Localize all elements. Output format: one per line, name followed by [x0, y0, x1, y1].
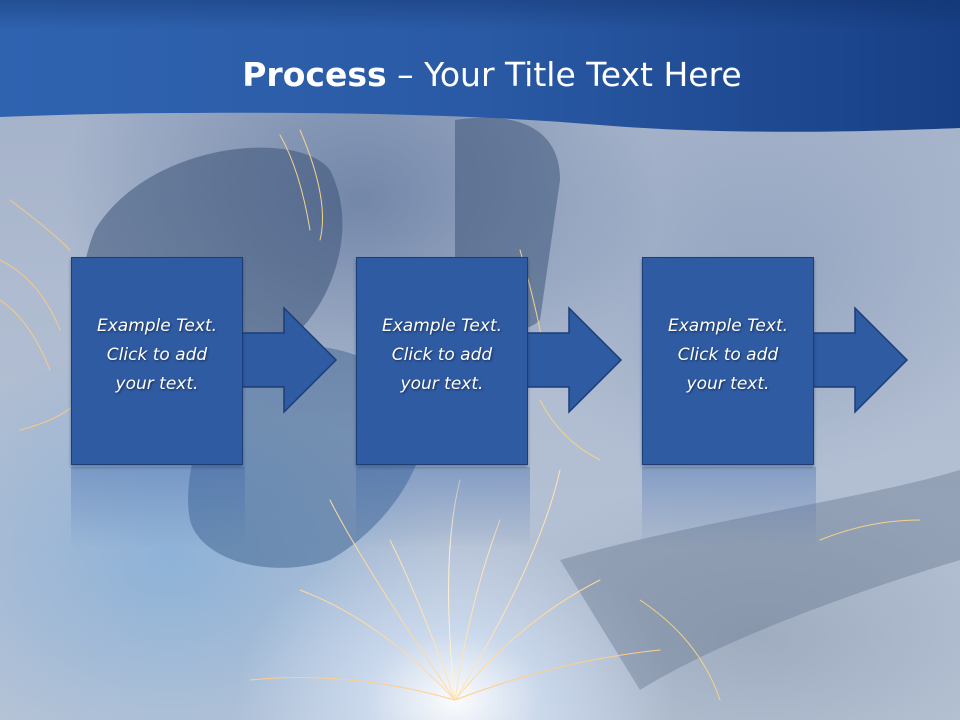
process-step-box-1[interactable]: Example Text. Click to add your text. — [71, 257, 243, 465]
header-band — [0, 0, 960, 132]
title-rest-part: – Your Title Text Here — [386, 55, 742, 94]
process-step-text[interactable]: Example Text. Click to add your text. — [381, 316, 503, 394]
process-step-box-2[interactable]: Example Text. Click to add your text. — [356, 257, 528, 465]
process-step-box-3[interactable]: Example Text. Click to add your text. — [642, 257, 814, 465]
slide-title[interactable]: Process – Your Title Text Here — [0, 52, 960, 98]
arrow-right-icon[interactable] — [811, 306, 911, 416]
arrow-right-icon[interactable] — [240, 306, 340, 416]
box-reflections — [71, 467, 816, 547]
title-bold-part: Process — [242, 55, 387, 94]
process-step-text[interactable]: Example Text. Click to add your text. — [96, 316, 218, 394]
arrow-right-icon[interactable] — [525, 306, 625, 416]
process-step-text[interactable]: Example Text. Click to add your text. — [667, 316, 789, 394]
